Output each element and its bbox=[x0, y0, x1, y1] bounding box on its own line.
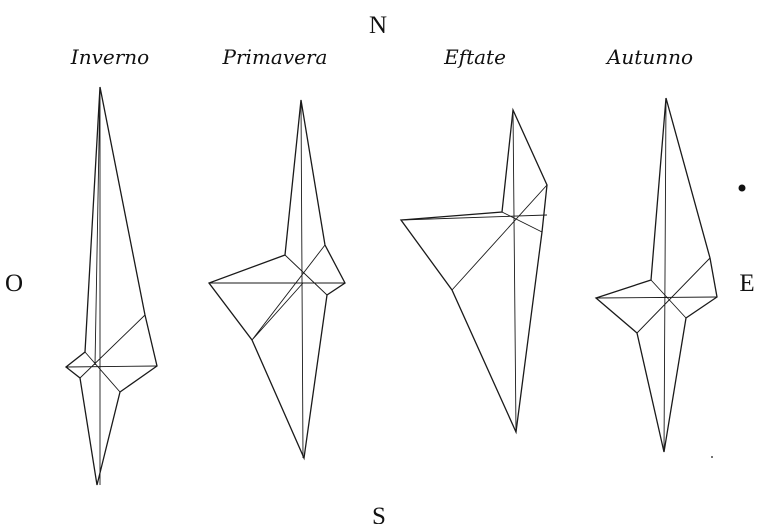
rose-spring bbox=[207, 99, 346, 461]
ink-speck-small bbox=[711, 456, 713, 458]
rose-spring-rays bbox=[209, 99, 345, 459]
rose-autumn-outline bbox=[594, 97, 718, 453]
ink-speck bbox=[738, 184, 746, 192]
compass-south-label: S bbox=[372, 503, 386, 524]
season-label-summer: Eftate bbox=[443, 45, 506, 69]
season-label-autumn: Autunno bbox=[605, 45, 693, 69]
season-label-spring: Primavera bbox=[222, 45, 328, 69]
rose-summer-outline bbox=[399, 107, 548, 435]
rose-winter bbox=[64, 86, 158, 486]
rose-winter-rays bbox=[65, 86, 158, 485]
rose-spring-outline bbox=[207, 99, 346, 461]
rose-autumn bbox=[594, 97, 718, 453]
season-label-winter: Inverno bbox=[70, 45, 149, 69]
rose-winter-outline bbox=[64, 86, 158, 486]
compass-north-label: N bbox=[369, 12, 387, 39]
rose-autumn-rays bbox=[595, 97, 718, 453]
rose-summer bbox=[399, 107, 548, 435]
compass-east-label: E bbox=[739, 270, 754, 297]
rose-summer-rays bbox=[400, 109, 548, 433]
compass-west-label: O bbox=[5, 270, 23, 297]
